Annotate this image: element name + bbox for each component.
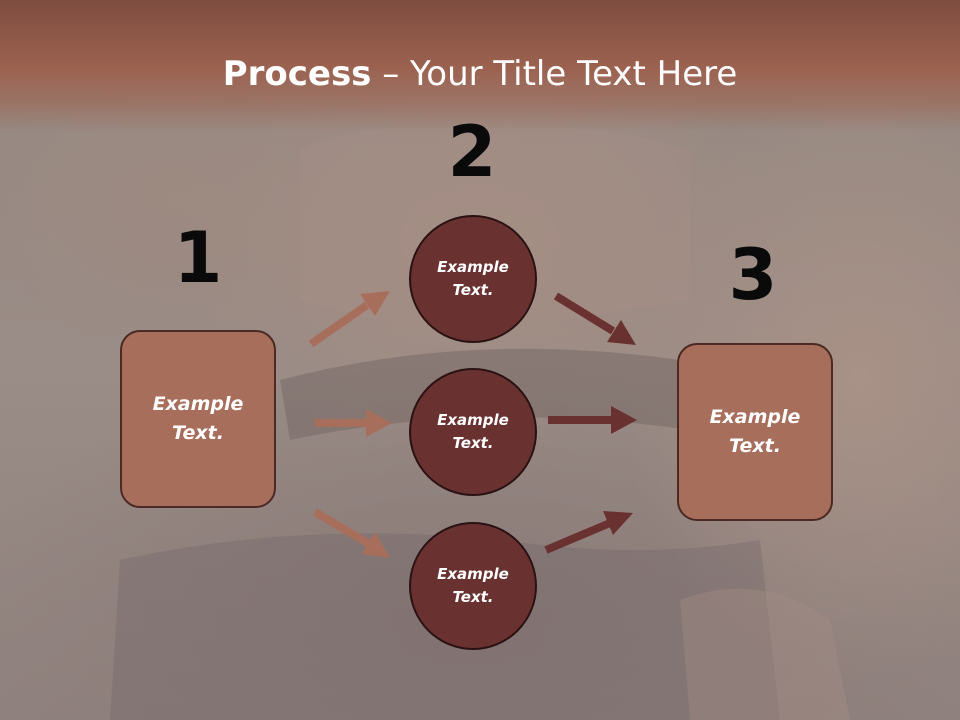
title-rest: – Your Title Text Here: [371, 54, 738, 94]
arrow-left-to-top: [308, 291, 390, 348]
slide-title: Process – Your Title Text Here: [0, 52, 960, 96]
process-circle-top: Example Text.: [409, 215, 537, 343]
step-number-1: 1: [173, 217, 223, 299]
process-box-left: Example Text.: [120, 330, 276, 508]
process-circle-bottom: Example Text.: [409, 522, 537, 650]
process-circle-middle: Example Text.: [409, 368, 537, 496]
process-circle-middle-label: Example Text.: [437, 411, 509, 452]
process-circle-bottom-label: Example Text.: [437, 565, 509, 606]
step-number-2: 2: [447, 111, 497, 193]
arrow-left-to-middle: [314, 409, 392, 437]
title-bold: Process: [222, 54, 372, 94]
process-box-right: Example Text.: [677, 343, 833, 521]
title-band: [0, 0, 960, 132]
arrow-top-to-right: [553, 292, 636, 345]
arrow-left-to-bottom: [312, 508, 390, 558]
arrow-bottom-to-right: [544, 511, 633, 554]
process-box-right-label: Example Text.: [709, 406, 801, 457]
process-box-left-label: Example Text.: [152, 393, 244, 444]
arrow-middle-to-right: [548, 406, 637, 434]
step-number-3: 3: [728, 234, 778, 316]
process-circle-top-label: Example Text.: [437, 258, 509, 299]
